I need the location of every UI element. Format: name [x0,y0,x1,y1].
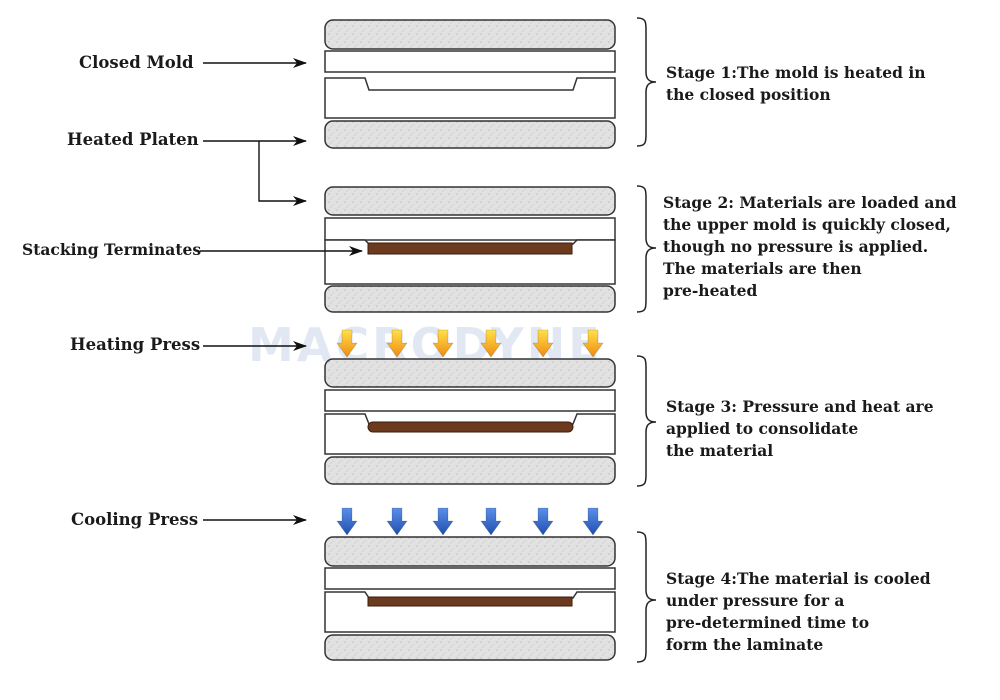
heat-arrow-icon [336,329,358,358]
lower-mold [324,77,616,119]
stage2-line: the upper mold is quickly closed, [663,215,951,234]
cooling-arrows [336,507,604,536]
stage1-line: the closed position [666,85,831,104]
stage4-line: under pressure for a [666,591,845,610]
stage2-line: though no pressure is applied. [663,237,929,256]
material-layer [367,421,574,433]
material-layer [367,242,573,255]
label-heated-platen: Heated Platen [67,130,199,149]
cool-arrow-icon [386,507,408,536]
stage4-line: Stage 4:The material is cooled [666,569,931,588]
stage3-line: the material [666,441,774,460]
stage2-line: pre-heated [663,281,758,300]
material-layer [367,596,573,607]
stage4-line: pre-determined time to [666,613,870,632]
stage-braces [636,17,657,663]
heat-arrow-icon [480,329,502,358]
upper-mold [324,389,616,412]
stage3-line: Stage 3: Pressure and heat are [666,397,934,416]
pointer-arrows [200,58,363,525]
stage1-description: Stage 1:The mold is heated in the closed… [666,62,926,106]
heat-arrow-icon [532,329,554,358]
heat-arrow-icon [582,329,604,358]
stage2-assembly [324,186,616,313]
brace-stage3 [636,355,657,487]
stage3-line: applied to consolidate [666,419,859,438]
lower-platen [324,634,616,661]
brace-stage4 [636,531,657,663]
stage3-description: Stage 3: Pressure and heat are applied t… [666,396,934,462]
lower-platen [324,285,616,313]
lower-platen [324,120,616,149]
cool-arrow-icon [432,507,454,536]
upper-mold [324,567,616,590]
heat-arrow-icon [386,329,408,358]
label-stacking-terminates: Stacking Terminates [22,240,202,259]
stage4-description: Stage 4:The material is cooled under pre… [666,568,931,656]
label-closed-mold: Closed Mold [79,53,194,72]
upper-platen [324,536,616,567]
upper-platen [324,19,616,50]
stage1-assembly [324,19,616,149]
heated-platen-arrow-2 [258,141,307,206]
brace-stage1 [636,17,657,147]
label-cooling-press: Cooling Press [71,510,199,529]
upper-mold [324,50,616,73]
stage1-line: Stage 1:The mold is heated in [666,63,926,82]
cool-arrow-icon [582,507,604,536]
stage4-assembly [324,536,616,661]
lower-mold [324,413,616,455]
stage2-description: Stage 2: Materials are loaded and the up… [663,192,957,302]
brace-stage2 [636,185,657,313]
stage2-line: Stage 2: Materials are loaded and [663,193,957,212]
stage3-assembly [324,358,616,485]
heat-arrow-icon [432,329,454,358]
stage4-line: form the laminate [666,635,824,654]
upper-platen [324,186,616,216]
heating-arrows [336,329,604,358]
label-heating-press: Heating Press [70,335,201,354]
cool-arrow-icon [336,507,358,536]
upper-mold [324,217,616,241]
cool-arrow-icon [480,507,502,536]
cool-arrow-icon [532,507,554,536]
upper-platen [324,358,616,388]
stage2-line: The materials are then [663,259,862,278]
lower-platen [324,456,616,485]
